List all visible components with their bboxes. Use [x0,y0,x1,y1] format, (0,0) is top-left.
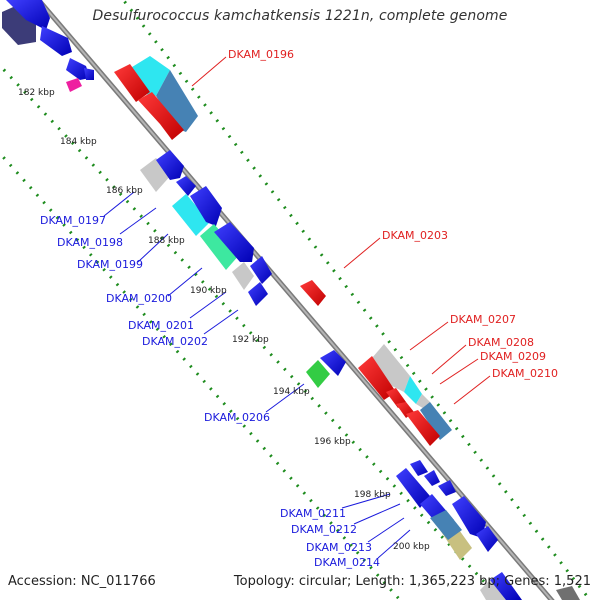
grey-feature[interactable] [480,580,506,600]
gene-label[interactable]: DKAM_0211 [280,507,346,520]
gene-labels-reverse: DKAM_0196 DKAM_0203 DKAM_0207 DKAM_0208 … [228,48,558,380]
scale-tick-label: 186 kbp [106,186,143,196]
gene-arrow-forward[interactable] [6,0,50,30]
top-left-features [2,0,94,92]
cluster-0211-0214 [396,460,580,600]
gene-label[interactable]: DKAM_0207 [450,313,516,326]
gene-label[interactable]: DKAM_0210 [492,367,558,380]
cyan-feature[interactable] [172,194,210,236]
gene-label[interactable]: DKAM_0199 [77,258,143,271]
gene-label[interactable]: DKAM_0198 [57,236,123,249]
blue-pointer-lines [103,191,411,559]
scale-tick-label: 184 kbp [60,137,97,147]
gene-label[interactable]: DKAM_0209 [480,350,546,363]
gene-arrow-forward[interactable] [214,222,254,262]
gene-label[interactable]: DKAM_0203 [382,229,448,242]
gene-arrow-forward[interactable] [438,480,456,496]
scale-tick-label: 194 kbp [273,387,310,397]
cluster-0206 [306,350,346,388]
green-feature[interactable] [306,360,330,388]
red-pointer-lines [191,56,491,405]
gene-label[interactable]: DKAM_0213 [306,541,372,554]
gene-arrow-forward[interactable] [424,470,440,486]
map-title: Desulfurococcus kamchatkensis 1221n, com… [92,8,508,24]
gene-arrow-forward[interactable] [320,350,346,376]
gene-label[interactable]: DKAM_0208 [468,336,534,349]
gene-labels-forward: DKAM_0197 DKAM_0198 DKAM_0199 DKAM_0200 … [40,214,380,569]
gene-arrow-forward[interactable] [84,68,94,80]
steel-feature[interactable] [156,70,198,132]
scale-tick-label: 196 kbp [314,437,351,447]
gene-arrow-forward[interactable] [410,460,428,476]
gene-arrow-forward[interactable] [190,186,222,226]
gene-arrow-reverse[interactable] [300,280,326,306]
scale-tick-label: 192 kbp [232,335,269,345]
scale-tick-label: 200 kbp [393,542,430,552]
gene-arrow-reverse[interactable] [114,64,150,102]
dark-slate-feature[interactable] [556,586,580,600]
gene-label[interactable]: DKAM_0206 [204,411,270,424]
gene-arrow-forward[interactable] [248,282,268,306]
scale-labels: 182 kbp 184 kbp 186 kbp 188 kbp 190 kbp … [18,88,430,552]
gene-label[interactable]: DKAM_0201 [128,319,194,332]
cluster-0196 [114,56,198,140]
genome-summary-label: Topology: circular; Length: 1,365,223 bp… [233,574,591,589]
gene-label[interactable]: DKAM_0197 [40,214,106,227]
grey-feature[interactable] [232,262,254,290]
gene-arrow-forward[interactable] [452,496,486,538]
cluster-0197-0202 [140,150,272,306]
accession-label: Accession: NC_011766 [8,574,156,589]
gene-label[interactable]: DKAM_0202 [142,335,208,348]
scale-tick-label: 182 kbp [18,88,55,98]
gene-label[interactable]: DKAM_0196 [228,48,294,61]
gene-arrow-forward[interactable] [490,572,522,600]
cluster-0207-0210 [358,344,452,446]
cyan-feature[interactable] [404,376,422,404]
gene-arrow-reverse[interactable] [406,410,440,446]
seafoam-feature[interactable] [200,224,240,270]
scale-tick-label: 198 kbp [354,490,391,500]
gene-arrow-reverse[interactable] [358,356,396,400]
gene-arrow-forward[interactable] [476,526,498,552]
scale-tick-label: 190 kbp [190,286,227,296]
gene-arrow-reverse[interactable] [138,92,184,140]
magenta-feature[interactable] [66,78,82,92]
steel-feature[interactable] [430,510,462,540]
gene-arrow-forward[interactable] [396,468,430,508]
gene-arrow-forward[interactable] [156,150,184,180]
grey-feature[interactable] [372,344,410,392]
gene-arrow-forward[interactable] [66,58,90,80]
gene-label[interactable]: DKAM_0214 [314,556,380,569]
gene-label[interactable]: DKAM_0200 [106,292,172,305]
gene-arrow-forward[interactable] [250,256,272,284]
gene-arrow-forward[interactable] [176,176,196,196]
gene-label[interactable]: DKAM_0212 [291,523,357,536]
scale-tick-label: 188 kbp [148,236,185,246]
steel-feature[interactable] [420,402,452,440]
gene-arrow-forward[interactable] [40,26,72,56]
